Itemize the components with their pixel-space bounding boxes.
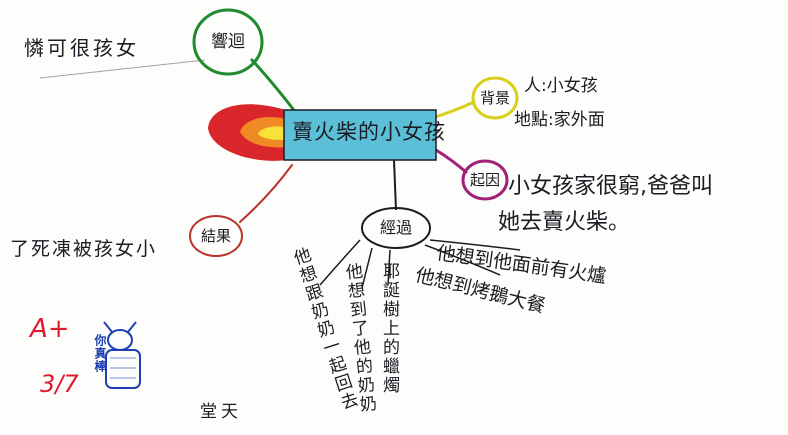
background-circle (471, 76, 519, 120)
connector-process (393, 159, 397, 211)
process-circle (361, 207, 431, 249)
process-item-6: 天堂 (200, 402, 242, 422)
process-item-3: 耶誕樹上的蠟燭 (379, 262, 399, 395)
connector-background (430, 100, 476, 120)
influence-underline (39, 59, 206, 79)
process-line-1 (429, 239, 521, 251)
process-line-4 (361, 247, 373, 289)
process-label: 經過 (379, 218, 412, 237)
process-line-3 (387, 249, 391, 286)
cause-line-1: 小女孩家很窮,爸爸叫 (508, 174, 713, 199)
grade-date: 3/7 (40, 370, 79, 398)
process-line-5 (319, 239, 361, 286)
flame-center (258, 126, 290, 140)
background-place: 地點:家外面 (514, 110, 605, 130)
cause-line-2: 她去賣火柴。 (498, 210, 631, 235)
cause-label: 起因 (469, 170, 500, 189)
result-note: 小女孩被凍死了 (10, 238, 158, 260)
grade-mark: A+ (30, 314, 70, 344)
stamp (103, 321, 141, 389)
stamp-text: 你真棒 (93, 334, 107, 373)
influence-circle (192, 8, 264, 76)
cause-circle (461, 159, 509, 201)
connector-cause (434, 148, 468, 174)
result-circle (189, 215, 243, 257)
result-label: 結果 (200, 226, 231, 245)
connector-result (239, 164, 293, 223)
background-person: 人:小女孩 (524, 76, 598, 96)
influence-note: 女孩很可憐 (24, 36, 139, 60)
influence-label: 響迴 (211, 31, 245, 52)
process-line-2 (424, 244, 501, 276)
center-title: 賣火柴的小女孩 (292, 120, 446, 144)
center-box (283, 109, 437, 161)
background-label: 背景 (479, 88, 510, 107)
